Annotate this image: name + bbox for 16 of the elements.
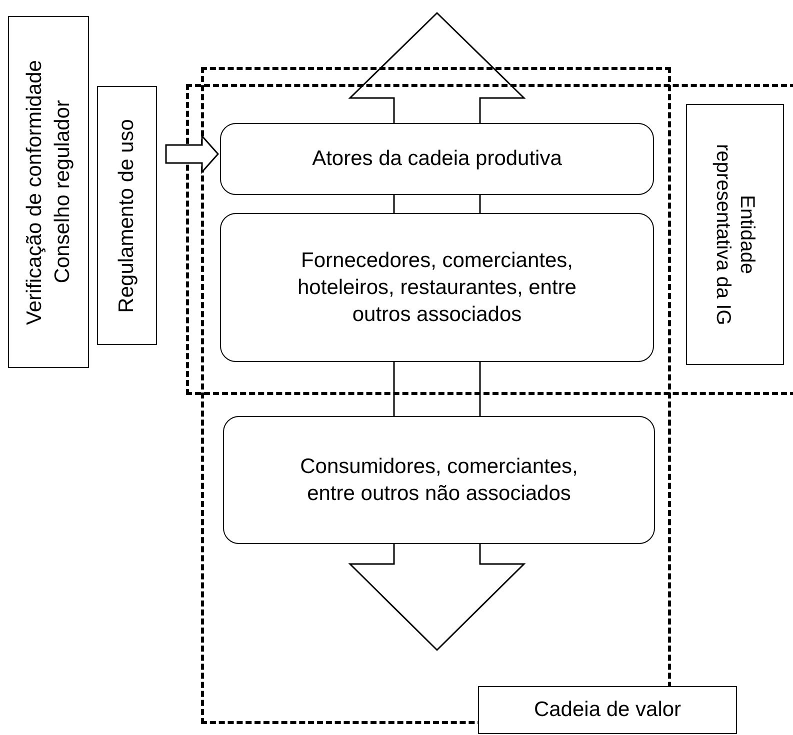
text-box xyxy=(8,16,89,368)
box-label: Atores da cadeia produtiva xyxy=(312,146,562,172)
rounded-box xyxy=(220,213,654,362)
box-label: Verificação de conformidade xyxy=(22,60,48,324)
text-box xyxy=(686,104,784,365)
box-label: Entidade representativa da IG xyxy=(711,142,759,328)
block-arrow xyxy=(165,134,219,174)
text-box xyxy=(478,686,737,734)
box-label: Regulamento de uso xyxy=(114,118,140,312)
box-label: Fornecedores, comerciantes, hoteleiros, restaurantes, entre outros associados xyxy=(296,248,578,328)
box-label: Cadeia de valor xyxy=(534,697,682,724)
box-label: Consumidores, comerciantes, entre outros não associados xyxy=(299,454,579,507)
box-label: Conselho regulador xyxy=(50,100,74,284)
rounded-box xyxy=(220,123,654,195)
rounded-box xyxy=(223,416,655,544)
text-box xyxy=(97,86,157,345)
